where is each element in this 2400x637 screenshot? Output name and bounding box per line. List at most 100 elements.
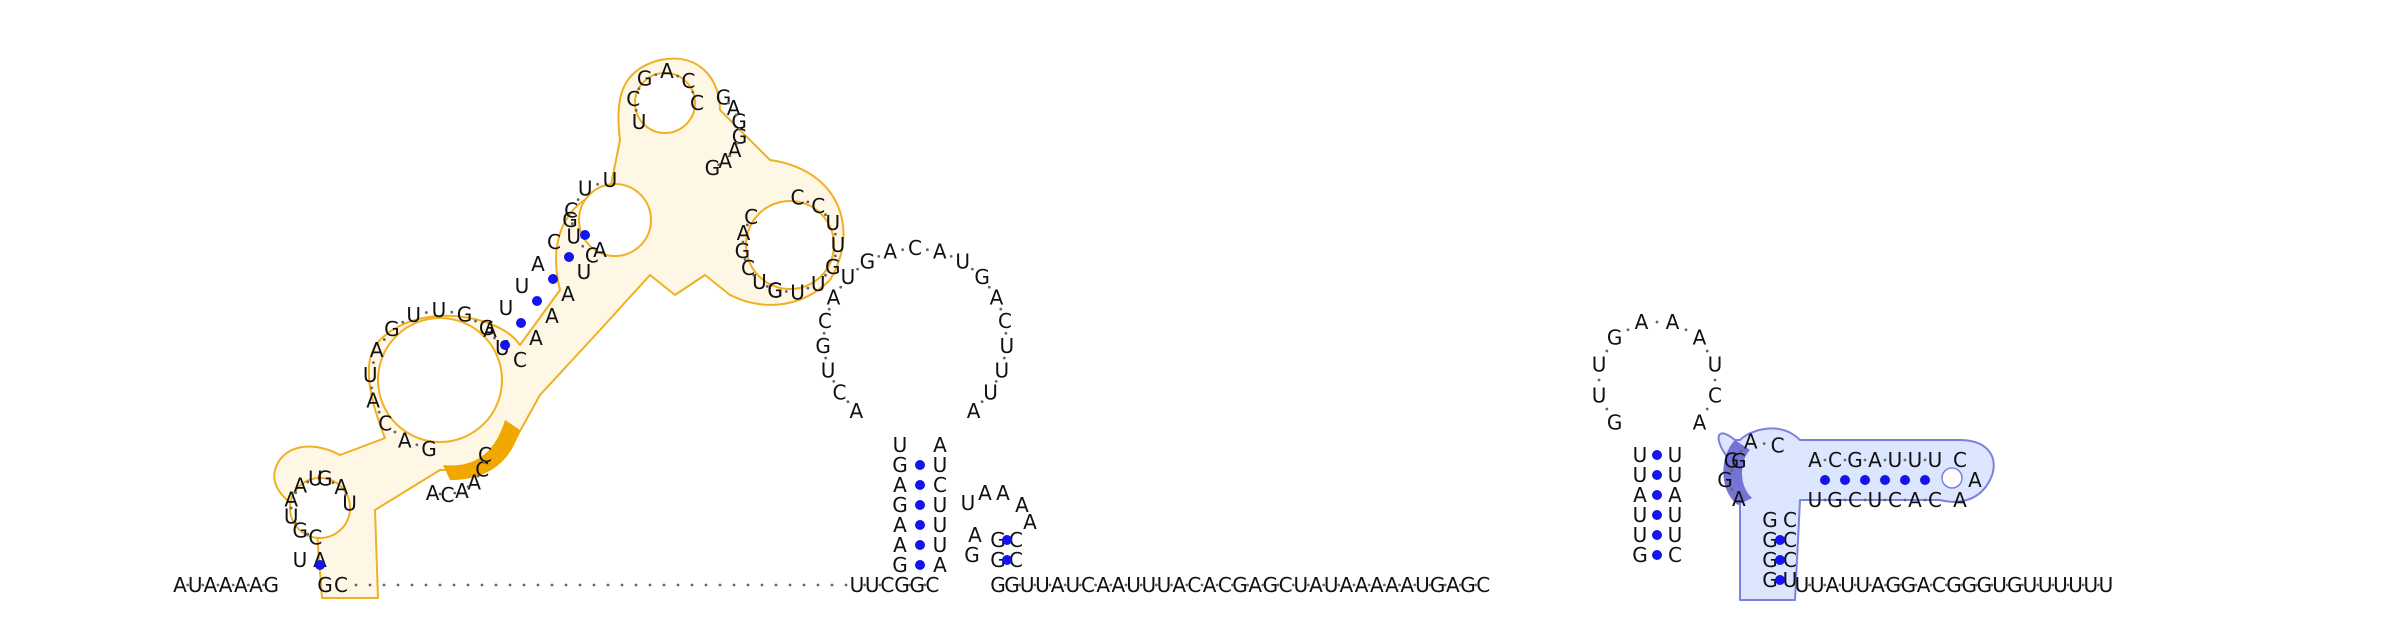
backbone-link (949, 254, 953, 258)
backbone-link (2005, 583, 2009, 587)
backbone-link (878, 583, 882, 587)
tail-nucleotide: A (1203, 573, 1217, 597)
tail-nucleotide: U (2023, 573, 2038, 597)
backbone-link (424, 583, 428, 587)
blue-highlight-nucleotide: G (1731, 449, 1747, 473)
big-hairpin-loop-nucleotide: A (990, 285, 1004, 309)
tail-nucleotide: G (1901, 573, 1917, 597)
backbone-link (289, 506, 293, 510)
base-pair-dot (1920, 475, 1930, 485)
backbone-link (2021, 583, 2024, 587)
backbone-link (1139, 583, 1143, 587)
backbone-link (1655, 320, 1659, 324)
base-pair-dot (580, 230, 590, 240)
orange-loop-nucleotide: U (342, 491, 357, 515)
backbone-link (186, 583, 190, 587)
orange-loop-nucleotide: U (831, 233, 846, 257)
blue-arm-nucleotide: C (1848, 488, 1862, 512)
tail-nucleotide: A (1355, 573, 1369, 597)
right-hairpin-stem-nucleotide: A (1668, 483, 1682, 507)
blue-loop-nucleotide: C (1953, 448, 1967, 472)
backbone-link (735, 141, 739, 145)
right-hairpin-loop-nucleotide: G (1607, 326, 1623, 350)
tail-nucleotide: G (2007, 573, 2023, 597)
tail-nucleotide: U (1795, 573, 1810, 597)
base-pair-dot (1840, 475, 1850, 485)
backbone-link (1605, 407, 1609, 411)
big-hairpin-loop-nucleotide: A (827, 285, 841, 309)
tail-nucleotide: A (1096, 573, 1110, 597)
backbone-link (480, 583, 484, 587)
backbone-link (1762, 442, 1766, 445)
orange-loop-nucleotide: C (378, 412, 392, 436)
tail-nucleotide: U (1855, 573, 1870, 597)
backbone-link (676, 74, 680, 78)
right-hairpin-loop-nucleotide: C (1708, 384, 1722, 408)
backbone-link (1428, 583, 1432, 587)
orange-stem-nucleotide: U (515, 274, 530, 298)
blue-arm-nucleotide: A (1808, 448, 1822, 472)
orange-loop-nucleotide: G (732, 124, 748, 148)
blue-loop-nucleotide: A (1953, 488, 1967, 512)
orange-loop-nucleotide: G (735, 239, 751, 263)
big-hairpin-loop-nucleotide: A (933, 239, 947, 263)
blue-arm-nucleotide: A (1868, 448, 1882, 472)
backbone-link (1063, 583, 1067, 587)
backbone-link (438, 492, 442, 496)
base-pair-dot (1820, 475, 1830, 485)
backbone-link (466, 485, 470, 489)
big-hairpin-stem-nucleotide: U (933, 453, 948, 477)
tail-nucleotide: C (1476, 573, 1490, 597)
left-tail-nucleotide: A (234, 573, 248, 597)
backbone-link (1843, 498, 1847, 502)
orange-3prime-nucleotide: C (334, 573, 348, 597)
blue-loop-nucleotide: A (1744, 429, 1758, 453)
blue-loop-nucleotide: G (1724, 449, 1740, 473)
backbone-link (1883, 458, 1887, 462)
blue-stem-nucleotide: U (1783, 568, 1798, 592)
backbone-link (1914, 583, 1918, 587)
backbone-link (987, 285, 991, 289)
left-tail-nucleotide: A (219, 573, 233, 597)
base-pair-dot (915, 540, 925, 550)
base-pair-dot (1860, 475, 1870, 485)
tail-nucleotide: U (1141, 573, 1156, 597)
backbone-link (1899, 583, 1903, 587)
backbone-link (1246, 583, 1249, 587)
big-hairpin-loop-nucleotide: U (955, 249, 970, 273)
orange-loop-nucleotide: U (752, 270, 767, 294)
backbone-link (231, 583, 235, 587)
backbone-link (1079, 583, 1082, 587)
backbone-link (925, 248, 929, 252)
base-pair-dot (1652, 530, 1662, 540)
base-pair-dot (1652, 470, 1662, 480)
orange-loop-nucleotide: U (811, 272, 826, 296)
blue-arm-nucleotide: U (1888, 448, 1903, 472)
backbone-link (1929, 583, 1933, 587)
orange-loop-nucleotide: C (690, 91, 704, 115)
backbone-link (839, 285, 843, 289)
backbone-link (1923, 498, 1927, 502)
hairpin-stem-nucleotide: G (990, 573, 1006, 597)
base-pair-dot (500, 340, 510, 350)
backbone-link (1383, 583, 1386, 587)
hairpin-stem-nucleotide: G (990, 548, 1006, 572)
backbone-link (1713, 378, 1717, 382)
backbone-link (908, 583, 911, 587)
backbone-link (1869, 583, 1872, 587)
backbone-link (294, 522, 298, 525)
base-pair-dot (915, 480, 925, 490)
backbone-link (377, 410, 381, 414)
backbone-link (1443, 583, 1447, 587)
orange-stem-nucleotide: A (483, 318, 497, 342)
backbone-link (980, 400, 984, 404)
orange-stem-nucleotide: C (547, 230, 561, 254)
backbone-link (578, 583, 582, 587)
backbone-link (662, 583, 666, 587)
backbone-link (1155, 583, 1158, 587)
blue-stem-nucleotide: G (1762, 528, 1778, 552)
backbone-link (1626, 328, 1630, 332)
blue-loop-nucleotide: C (1771, 434, 1785, 458)
backbone-link (718, 583, 722, 587)
backbone-link (846, 400, 850, 404)
